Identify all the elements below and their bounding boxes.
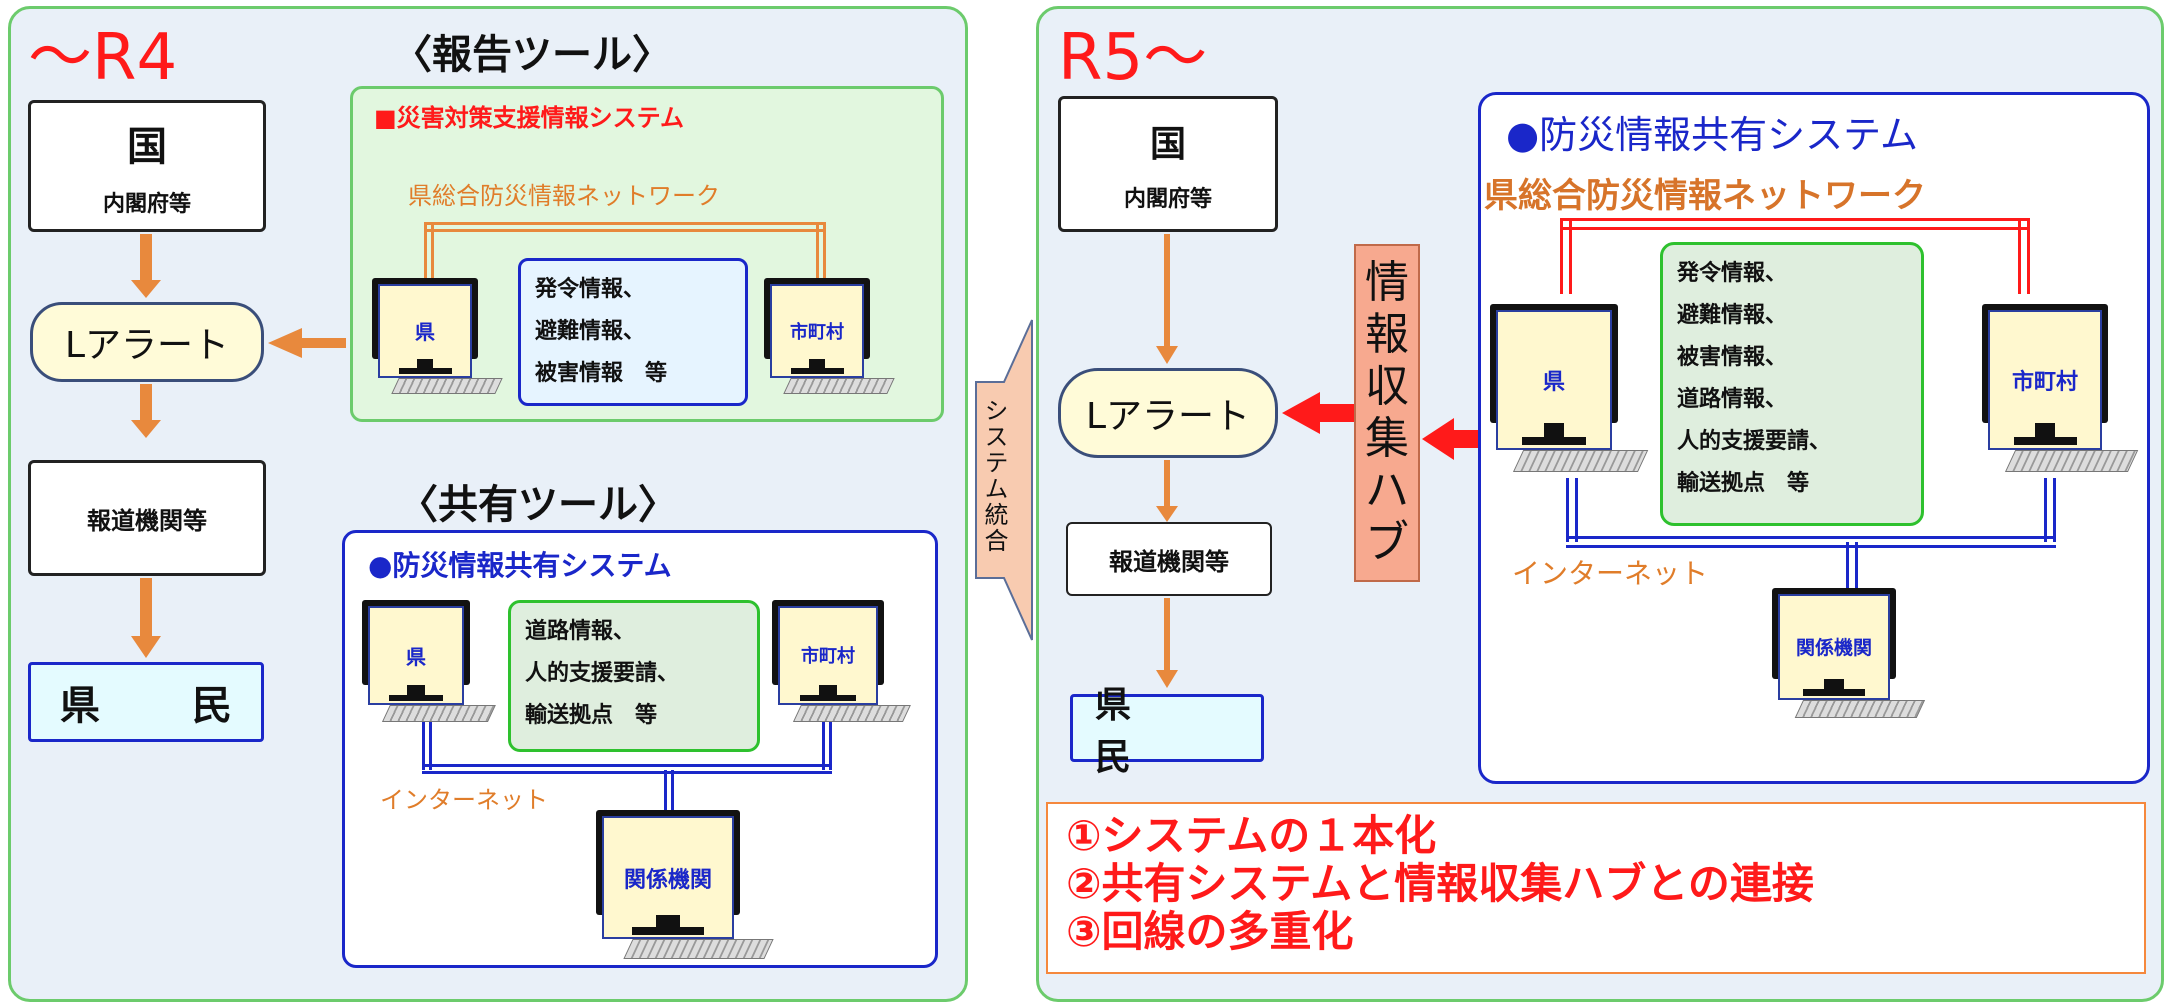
share-system-title-right: ●防災情報共有システム	[1506, 113, 1919, 157]
red-arrow-hub-to-alert	[1318, 404, 1354, 422]
hub-char: ブ	[1365, 517, 1409, 568]
info-line: 避難情報、	[1677, 303, 1788, 328]
red-arrow-system-to-hub	[1452, 430, 1478, 448]
arrowhead	[131, 420, 161, 438]
media-label: 報道機関等	[87, 506, 207, 535]
integration-arrow	[975, 319, 1033, 641]
media-label: 報道機関等	[1109, 547, 1229, 576]
internet-line	[422, 676, 432, 770]
pc-ken-share: 県	[362, 600, 496, 722]
internet-line	[822, 676, 832, 770]
info-box-right: 発令情報、 避難情報、 被害情報、 道路情報、 人的支援要請、 輸送拠点 等	[1660, 242, 1924, 526]
network-line	[2018, 218, 2030, 294]
internet-line	[2044, 478, 2056, 542]
pc-kankei-share: 関係機関	[596, 810, 774, 960]
arrowhead	[1282, 392, 1320, 434]
share-system-title: ●防災情報共有システム	[368, 549, 672, 582]
kuni-sub-label: 内閣府等	[1123, 187, 1212, 212]
citizens-box-right: 県 民	[1070, 685, 1264, 778]
media-box-right: 報道機関等	[1066, 522, 1272, 596]
arrowhead	[131, 280, 161, 298]
info-line: 発令情報、	[535, 277, 646, 302]
network-label-right: 県総合防災情報ネットワーク	[1484, 176, 1926, 216]
kuni-box-left: 国 内閣府等	[28, 100, 266, 232]
goal-3: ③回線の多重化	[1066, 907, 1354, 956]
kuni-label: 国	[127, 124, 167, 170]
info-line: 避難情報、	[535, 319, 646, 344]
arrowhead	[1156, 506, 1178, 522]
info-line: 発令情報、	[1677, 261, 1788, 286]
info-line: 被害情報、	[1677, 345, 1788, 370]
info-line: 道路情報、	[1677, 387, 1788, 412]
hub-char: 収	[1365, 361, 1409, 412]
arrow-kuni-to-alert-right	[1164, 234, 1170, 350]
info-line: 道路情報、	[525, 619, 636, 644]
pc-shichoson-report: 市町村	[764, 278, 895, 394]
hub-char: 情	[1365, 257, 1409, 308]
info-line: 人的支援要請、	[1677, 429, 1832, 454]
report-tool-title: 〈報告ツール〉	[392, 32, 672, 78]
kuni-label: 国	[1149, 124, 1186, 165]
l-alert-left: Lアラート	[30, 302, 264, 382]
network-line	[424, 222, 826, 232]
report-system-title: ■災害対策支援情報システム	[374, 104, 684, 132]
share-info-box: 道路情報、 人的支援要請、 輸送拠点 等	[508, 600, 760, 752]
citizens-box-left: 県 民	[28, 662, 264, 742]
arrow-alert-to-media-right	[1164, 460, 1170, 510]
internet-line	[664, 770, 674, 816]
internet-line	[1566, 536, 2056, 548]
report-network-label: 県総合防災情報ネットワーク	[408, 182, 720, 210]
l-alert-right: Lアラート	[1058, 368, 1278, 458]
hub-char: ハ	[1365, 465, 1409, 516]
arrow-media-to-citizens-left	[140, 578, 152, 640]
info-hub: 情 報 収 集 ハ ブ	[1354, 244, 1420, 582]
network-line	[1560, 218, 2030, 230]
internet-label-left: インターネット	[380, 786, 548, 814]
hub-char: 報	[1365, 309, 1409, 360]
info-line: 輸送拠点 等	[525, 703, 658, 728]
internet-line	[1846, 542, 1858, 592]
pc-kankei-right: 関係機関	[1772, 588, 1925, 718]
network-line	[424, 222, 434, 282]
goal-1: ①システムの１本化	[1066, 811, 1437, 860]
pc-shichoson-right: 市町村	[1982, 304, 2139, 474]
arrowhead	[131, 636, 161, 658]
arrow-alert-to-media-left	[140, 384, 152, 424]
network-line	[816, 222, 826, 282]
media-box-left: 報道機関等	[28, 460, 266, 576]
hub-char: 集	[1365, 413, 1409, 464]
arrow-kuni-to-alert-left	[140, 234, 152, 284]
era-label-left: ～R4	[28, 21, 178, 95]
internet-line	[1566, 478, 1578, 542]
pc-screen-label: 県	[378, 284, 472, 378]
network-line	[1560, 218, 1572, 294]
pc-ken-report: 県	[372, 278, 503, 394]
internet-line	[422, 764, 832, 774]
era-label-right: R5～	[1058, 21, 1208, 95]
report-info-box: 発令情報、 避難情報、 被害情報 等	[518, 258, 748, 406]
info-line: 輸送拠点 等	[1677, 471, 1810, 496]
kuni-sub-label: 内閣府等	[102, 192, 191, 217]
goal-2: ②共有システムと情報収集ハブとの連接	[1066, 859, 1814, 908]
pc-ken-right: 県	[1490, 304, 1649, 474]
arrowhead	[1422, 418, 1454, 460]
arrow-media-to-citizens-right	[1164, 598, 1170, 674]
info-line: 被害情報 等	[535, 361, 668, 386]
goals-box: ①システムの１本化 ②共有システムと情報収集ハブとの連接 ③回線の多重化	[1046, 802, 2146, 974]
share-tool-title: 〈共有ツール〉	[398, 482, 678, 528]
arrowhead	[1156, 346, 1178, 364]
arrowhead	[1156, 670, 1178, 688]
arrowhead	[268, 328, 302, 358]
integration-label: システム統合	[980, 398, 1008, 554]
info-line: 人的支援要請、	[525, 661, 680, 686]
internet-label-right: インターネット	[1512, 557, 1709, 590]
arrow-report-to-alert	[300, 338, 346, 348]
pc-shichoson-share: 市町村	[772, 600, 911, 722]
kuni-box-right: 国 内閣府等	[1058, 96, 1278, 232]
